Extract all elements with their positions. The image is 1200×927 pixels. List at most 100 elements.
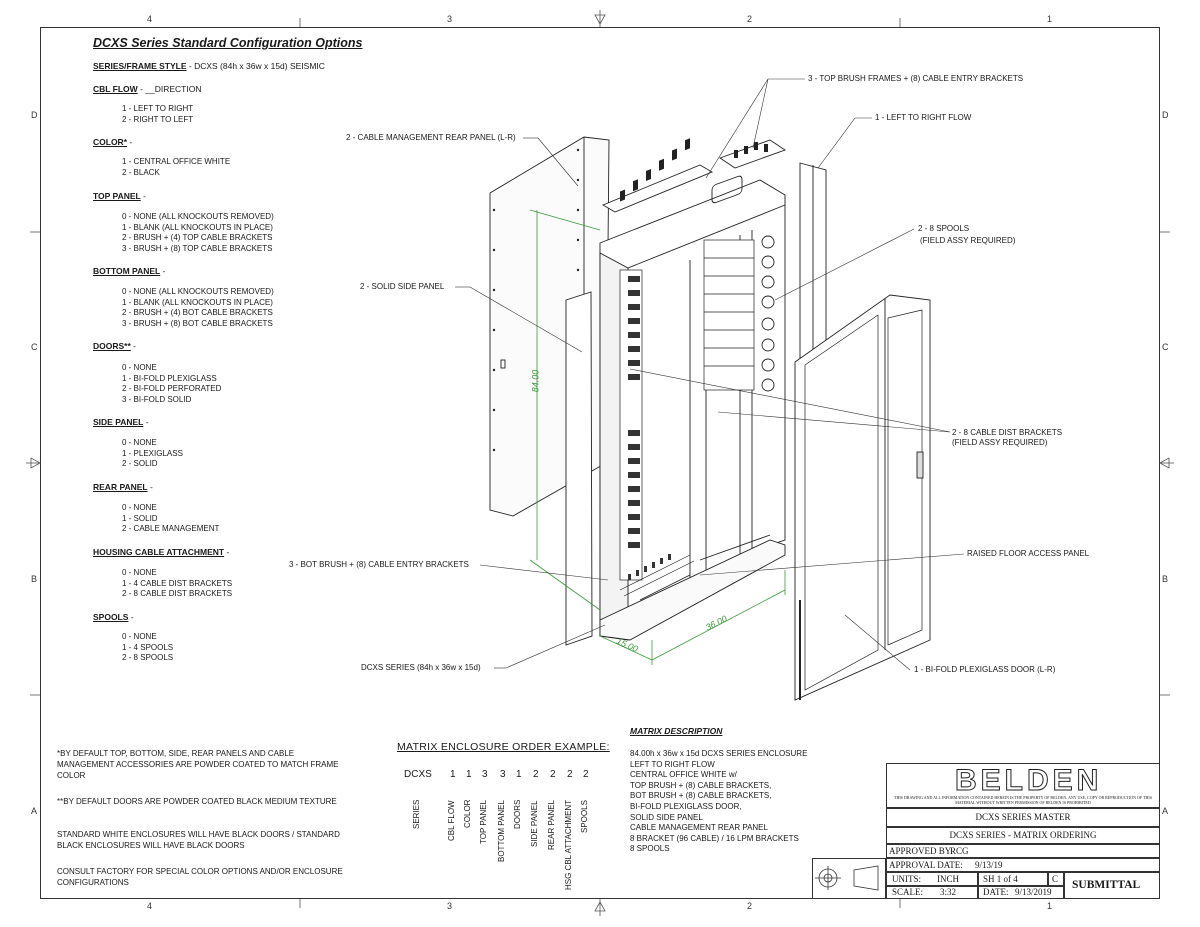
rear-panel-options: 0 - NONE 1 - SOLID 2 - CABLE MANAGEMENT bbox=[122, 503, 219, 535]
callout-left-to-right-flow: 1 - LEFT TO RIGHT FLOW bbox=[875, 113, 972, 122]
zone-top-2: 2 bbox=[747, 14, 753, 24]
option-item: 0 - NONE bbox=[122, 503, 157, 512]
description-line: 8 SPOOLS bbox=[630, 844, 670, 854]
option-item: 3 - BI-FOLD SOLID bbox=[122, 394, 192, 404]
callout-solid-side-panel: 2 - SOLID SIDE PANEL bbox=[360, 282, 445, 291]
matrix-code-color: 1 bbox=[466, 769, 472, 780]
note-standard-doors: STANDARD WHITE ENCLOSURES WILL HAVE BLAC… bbox=[57, 830, 340, 850]
matrix-code-doors: 1 bbox=[516, 769, 522, 780]
cbl-flow-section: CBL FLOW - __DIRECTION bbox=[93, 84, 201, 94]
description-line: CABLE MANAGEMENT REAR PANEL bbox=[630, 823, 768, 833]
zone-right-a: A bbox=[1162, 806, 1169, 816]
options-title: DCXS Series Standard Configuration Optio… bbox=[93, 36, 363, 50]
note-consult-factory: CONSULT FACTORY FOR SPECIAL COLOR OPTION… bbox=[57, 867, 343, 887]
option-item: 2 - BRUSH + (4) BOT CABLE BRACKETS bbox=[122, 308, 273, 318]
approved-by-label: APPROVED BY: bbox=[889, 846, 953, 856]
doors-options: 0 - NONE 1 - BI-FOLD PLEXIGLASS 2 - BI-F… bbox=[122, 363, 221, 405]
matrix-description-body: 84.00h x 36w x 15d DCXS SERIES ENCLOSURE… bbox=[630, 749, 807, 855]
option-item: 1 - BLANK (ALL KNOCKOUTS IN PLACE) bbox=[122, 222, 273, 232]
option-item: 1 - 4 SPOOLS bbox=[122, 642, 174, 652]
option-item: 0 - NONE bbox=[122, 363, 157, 372]
series-frame-section: SERIES/FRAME STYLE - DCXS (84h x 36w x 1… bbox=[93, 61, 325, 71]
date-value: 9/13/2019 bbox=[1015, 887, 1052, 897]
zone-bottom-4: 4 bbox=[147, 901, 153, 911]
description-line: BOT BRUSH + (8) CABLE BRACKETS, bbox=[630, 791, 772, 801]
option-item: 2 - 8 SPOOLS bbox=[122, 653, 174, 663]
matrix-code-side-panel: 2 bbox=[533, 769, 539, 780]
title-block-subtitle-cell bbox=[886, 827, 1160, 844]
zone-right-b: B bbox=[1162, 574, 1169, 584]
top-panel-heading: TOP PANEL bbox=[93, 191, 141, 201]
projection-cell bbox=[812, 858, 886, 899]
callout-bifold-door: 1 - BI-FOLD PLEXIGLASS DOOR (L-R) bbox=[914, 665, 1056, 674]
matrix-code-spools: 2 bbox=[583, 769, 589, 780]
approval-date-cell bbox=[886, 858, 1160, 872]
drawing-master-title: DCXS SERIES MASTER bbox=[975, 812, 1071, 822]
option-item: 1 - LEFT TO RIGHT bbox=[122, 104, 194, 113]
side-panel-suffix: - bbox=[143, 417, 149, 427]
approved-by-cell bbox=[886, 844, 1160, 858]
units-value: INCH bbox=[937, 874, 959, 884]
spools-heading: SPOOLS bbox=[93, 612, 129, 622]
callout-top-brush: 3 - TOP BRUSH FRAMES + (8) CABLE ENTRY B… bbox=[808, 74, 1024, 83]
zone-top-4: 4 bbox=[147, 14, 153, 24]
option-item: 2 - BRUSH + (4) TOP CABLE BRACKETS bbox=[122, 233, 273, 243]
matrix-label-doors: DOORS bbox=[513, 800, 522, 830]
cbl-flow-suffix: - __DIRECTION bbox=[137, 84, 202, 94]
belden-logo: BELDEN bbox=[954, 764, 1103, 798]
option-item: 2 - SOLID bbox=[122, 459, 158, 469]
note-default-color: *BY DEFAULT TOP, BOTTOM, SIDE, REAR PANE… bbox=[57, 749, 339, 780]
matrix-label-spools: SPOOLS bbox=[580, 800, 589, 833]
description-line: LEFT TO RIGHT FLOW bbox=[630, 759, 715, 769]
rear-panel-heading: REAR PANEL bbox=[93, 482, 148, 492]
series-frame-heading: SERIES/FRAME STYLE bbox=[93, 61, 187, 71]
option-item: 0 - NONE (ALL KNOCKOUTS REMOVED) bbox=[122, 212, 274, 221]
zone-left-b: B bbox=[31, 574, 38, 584]
bottom-panel-section: BOTTOM PANEL - bbox=[93, 266, 165, 276]
submittal-stamp: SUBMITTAL bbox=[1072, 879, 1141, 891]
option-item: 1 - PLEXIGLASS bbox=[122, 448, 183, 458]
zone-left-c: C bbox=[31, 342, 38, 352]
color-suffix: - bbox=[127, 137, 133, 147]
drawing-subtitle: DCXS SERIES - MATRIX ORDERING bbox=[949, 830, 1097, 840]
series-frame-value: - DCXS (84h x 36w x 15d) SEISMIC bbox=[186, 61, 325, 71]
top-panel-options: 0 - NONE (ALL KNOCKOUTS REMOVED) 1 - BLA… bbox=[122, 212, 274, 254]
zone-top-3: 3 bbox=[447, 14, 453, 24]
zone-left-d: D bbox=[31, 110, 38, 120]
color-options: 1 - CENTRAL OFFICE WHITE 2 - BLACK bbox=[122, 157, 230, 178]
matrix-label-cbl-flow: CBL FLOW bbox=[447, 800, 456, 841]
zone-top-1: 1 bbox=[1047, 14, 1053, 24]
matrix-label-series: SERIES bbox=[412, 800, 421, 830]
matrix-label-hsg-cbl: HSG CBL ATTACHMENT bbox=[564, 800, 573, 891]
option-item: 3 - BRUSH + (8) BOT CABLE BRACKETS bbox=[122, 318, 273, 328]
option-item: 1 - BLANK (ALL KNOCKOUTS IN PLACE) bbox=[122, 297, 273, 307]
rear-panel-section: REAR PANEL - bbox=[93, 482, 153, 492]
matrix-description-title: MATRIX DESCRIPTION bbox=[630, 726, 723, 736]
top-panel-section: TOP PANEL - bbox=[93, 191, 146, 201]
cbl-flow-heading: CBL FLOW bbox=[93, 84, 138, 94]
option-item: 1 - CENTRAL OFFICE WHITE bbox=[122, 157, 231, 166]
submittal-cell bbox=[1064, 872, 1160, 899]
dimension-height: 84.00 bbox=[530, 369, 541, 393]
color-section: COLOR* - bbox=[93, 137, 132, 147]
matrix-label-top-panel: TOP PANEL bbox=[479, 800, 488, 845]
callout-spools-note: (FIELD ASSY REQUIRED) bbox=[920, 236, 1016, 245]
revision: C bbox=[1052, 874, 1059, 884]
callout-cable-dist-note: (FIELD ASSY REQUIRED) bbox=[952, 438, 1048, 447]
top-panel-suffix: - bbox=[140, 191, 146, 201]
matrix-code-bottom-panel: 3 bbox=[500, 769, 506, 780]
callout-bottom-brush: 3 - BOT BRUSH + (8) CABLE ENTRY BRACKETS bbox=[289, 560, 469, 569]
bottom-panel-suffix: - bbox=[160, 266, 166, 276]
bottom-panel-heading: BOTTOM PANEL bbox=[93, 266, 161, 276]
description-line: CENTRAL OFFICE WHITE w/ bbox=[630, 770, 737, 780]
housing-options: 0 - NONE 1 - 4 CABLE DIST BRACKETS 2 - 8… bbox=[122, 568, 232, 600]
option-item: 1 - 4 CABLE DIST BRACKETS bbox=[122, 578, 233, 588]
option-item: 2 - BI-FOLD PERFORATED bbox=[122, 384, 222, 394]
option-item: 1 - SOLID bbox=[122, 513, 158, 523]
matrix-label-rear-panel: REAR PANEL bbox=[547, 800, 556, 851]
option-item: 0 - NONE bbox=[122, 568, 157, 577]
scale-label: SCALE: bbox=[892, 887, 924, 897]
matrix-label-color: COLOR bbox=[463, 800, 472, 829]
doors-heading: DOORS** bbox=[93, 341, 131, 351]
